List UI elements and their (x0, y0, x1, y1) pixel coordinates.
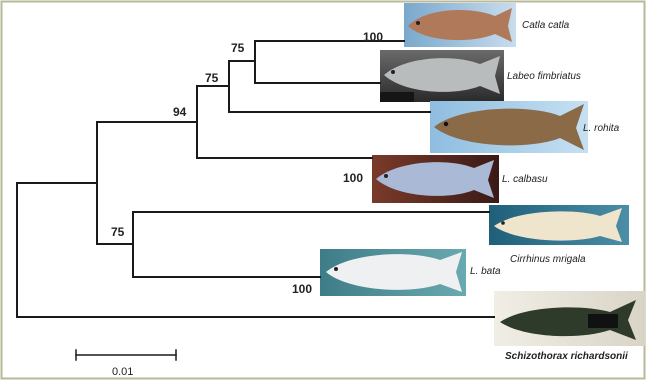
photo-mrigala (489, 205, 629, 245)
support-node-calbasu: 94 (173, 105, 187, 119)
support-node-rohita: 75 (205, 71, 219, 85)
support-bata: 100 (292, 282, 312, 296)
scale-bar-label: 0.01 (112, 366, 133, 378)
photo-bata (320, 249, 466, 296)
support-node-catla-fimbriatus: 75 (231, 41, 245, 55)
label-rohita: L. rohita (583, 123, 620, 134)
label-fimbriatus: Labeo fimbriatus (507, 71, 581, 82)
photo-catla (404, 3, 516, 47)
label-mrigala: Cirrhinus mrigala (510, 254, 586, 265)
label-calbasu: L. calbasu (502, 174, 548, 185)
label-bata: L. bata (470, 266, 501, 277)
support-calbasu: 100 (343, 171, 363, 185)
photo-calbasu (372, 155, 499, 203)
label-catla: Catla catla (522, 20, 570, 31)
support-catla: 100 (363, 30, 383, 44)
photo-schizothorax (494, 291, 645, 346)
scale-bar: 0.01 (76, 350, 176, 378)
support-node-mrigala-bata: 75 (111, 225, 125, 239)
label-schizothorax: Schizothorax richardsonii (505, 351, 628, 362)
photo-rohita (430, 101, 588, 153)
photo-fimbriatus (380, 50, 504, 102)
